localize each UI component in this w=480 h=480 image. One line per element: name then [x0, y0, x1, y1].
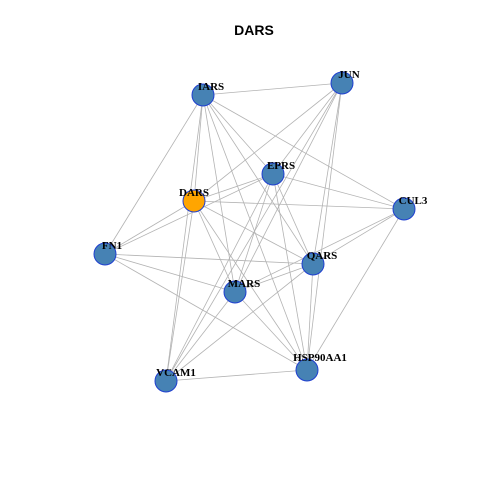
edge-eprs-cul3: [272, 173, 405, 210]
edge-fn1-hsp90aa1: [104, 253, 308, 371]
edge-jun-eprs: [272, 82, 343, 175]
edge-qars-vcam1: [165, 263, 314, 382]
edge-eprs-vcam1: [165, 173, 274, 382]
node-mars: [223, 280, 247, 304]
edge-eprs-qars: [272, 173, 314, 265]
edge-iars-eprs: [202, 94, 274, 175]
edge-fn1-mars: [104, 253, 236, 293]
node-label-dars: DARS: [179, 187, 209, 199]
node-layer: [93, 71, 416, 393]
edge-jun-qars: [312, 82, 343, 265]
node-cul3: [392, 197, 416, 221]
edge-qars-mars: [234, 263, 314, 293]
edge-dars-fn1: [104, 200, 195, 255]
edge-jun-hsp90aa1: [306, 82, 343, 371]
edge-dars-vcam1: [165, 200, 195, 382]
edge-cul3-hsp90aa1: [306, 208, 405, 371]
node-jun: [330, 71, 354, 95]
node-qars: [301, 252, 325, 276]
edge-iars-cul3: [202, 94, 405, 210]
edge-iars-jun: [202, 82, 343, 96]
edge-iars-mars: [202, 94, 236, 293]
node-label-fn1: FN1: [102, 240, 122, 252]
edge-iars-hsp90aa1: [202, 94, 308, 371]
node-label-mars: MARS: [228, 278, 260, 290]
edge-jun-mars: [234, 82, 343, 293]
node-label-cul3: CUL3: [399, 195, 428, 207]
graph-title: DARS: [234, 22, 274, 38]
node-label-qars: QARS: [307, 250, 338, 262]
edge-cul3-qars: [312, 208, 405, 265]
node-label-iars: IARS: [198, 81, 224, 93]
node-label-jun: JUN: [338, 69, 359, 81]
edge-iars-dars: [193, 94, 204, 202]
edge-qars-hsp90aa1: [306, 263, 314, 371]
edge-hsp90aa1-vcam1: [165, 369, 308, 382]
edge-dars-qars: [193, 200, 314, 265]
edge-dars-hsp90aa1: [193, 200, 308, 371]
edge-jun-dars: [193, 82, 343, 202]
edge-iars-fn1: [104, 94, 204, 255]
node-label-vcam1: VCAM1: [156, 367, 196, 379]
edge-mars-vcam1: [165, 291, 236, 382]
node-fn1: [93, 242, 117, 266]
node-iars: [191, 83, 215, 107]
node-label-eprs: EPRS: [267, 160, 295, 172]
edge-dars-cul3: [193, 200, 405, 210]
edge-mars-hsp90aa1: [234, 291, 308, 371]
edge-fn1-qars: [104, 253, 314, 265]
node-label-hsp90aa1: HSP90AA1: [293, 352, 347, 364]
node-hsp90aa1: [295, 358, 319, 382]
node-eprs: [261, 162, 285, 186]
edge-dars-mars: [193, 200, 236, 293]
edge-cul3-mars: [234, 208, 405, 293]
node-dars: [182, 189, 206, 213]
edge-iars-vcam1: [165, 94, 204, 382]
edge-eprs-dars: [193, 173, 274, 202]
node-vcam1: [154, 369, 178, 393]
edge-eprs-fn1: [104, 173, 274, 255]
edge-layer: [104, 82, 405, 382]
